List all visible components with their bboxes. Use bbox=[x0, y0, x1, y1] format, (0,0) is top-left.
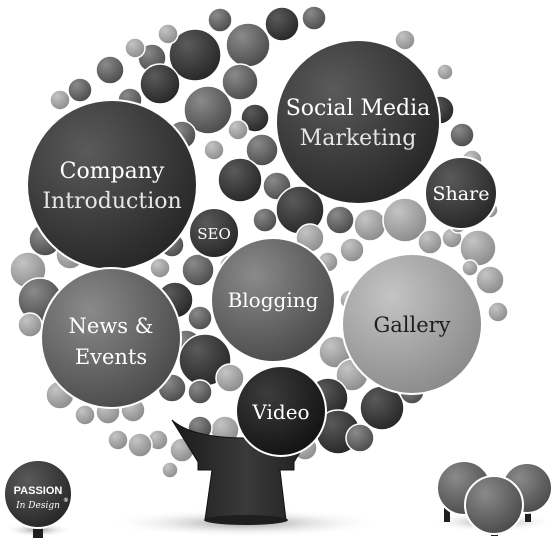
logo-line2: In Design bbox=[15, 501, 60, 511]
filler-bubble bbox=[353, 208, 387, 242]
node-company-introduction[interactable]: Company Introduction bbox=[26, 99, 198, 271]
filler-bubble bbox=[339, 237, 365, 263]
node-news-events[interactable]: News & Events bbox=[40, 267, 182, 409]
filler-bubble bbox=[149, 257, 171, 279]
filler-bubble bbox=[264, 6, 300, 42]
filler-bubble bbox=[475, 265, 505, 295]
filler-bubble bbox=[487, 301, 509, 323]
company-label-line2: Introduction bbox=[42, 189, 181, 214]
share-label: Share bbox=[433, 183, 490, 205]
node-blogging[interactable]: Blogging bbox=[210, 237, 336, 363]
filler-bubble bbox=[187, 379, 213, 405]
social-label-line1: Social Media bbox=[286, 96, 431, 121]
node-gallery[interactable]: Gallery bbox=[341, 253, 483, 395]
social-label-line2: Marketing bbox=[300, 126, 417, 151]
filler-bubble bbox=[107, 429, 129, 451]
filler-bubble bbox=[161, 461, 179, 479]
filler-bubble bbox=[67, 77, 93, 103]
filler-bubble bbox=[203, 139, 225, 161]
filler-bubble bbox=[225, 22, 271, 68]
filler-bubble bbox=[207, 7, 233, 33]
filler-bubble bbox=[183, 85, 233, 135]
logo-line1: PASSION bbox=[14, 485, 63, 497]
filler-bubble bbox=[187, 305, 213, 331]
seo-label: SEO bbox=[197, 225, 231, 243]
news-label-line2: Events bbox=[75, 345, 147, 369]
filler-bubble bbox=[301, 5, 327, 31]
filler-bubble bbox=[181, 253, 215, 287]
logo-registered: ® bbox=[64, 497, 69, 504]
trunk-rim bbox=[204, 515, 288, 525]
filler-bubble bbox=[461, 259, 479, 277]
bush-circle bbox=[464, 475, 524, 535]
filler-bubble bbox=[74, 404, 96, 426]
filler-bubble bbox=[436, 63, 454, 81]
filler-bubble bbox=[124, 37, 146, 59]
node-seo[interactable]: SEO bbox=[188, 207, 240, 259]
filler-bubble bbox=[227, 119, 249, 141]
filler-bubble bbox=[221, 63, 259, 101]
node-share[interactable]: Share bbox=[424, 156, 498, 230]
filler-bubble bbox=[325, 205, 355, 235]
filler-bubble bbox=[240, 103, 270, 133]
filler-bubble bbox=[168, 28, 222, 82]
filler-bubble bbox=[139, 63, 181, 105]
bushes-decoration bbox=[436, 460, 553, 536]
filler-bubble bbox=[382, 197, 428, 243]
filler-bubble bbox=[215, 363, 245, 393]
filler-bubble bbox=[17, 312, 43, 338]
filler-bubble bbox=[127, 432, 153, 458]
blogging-label: Blogging bbox=[228, 288, 319, 312]
filler-bubble bbox=[345, 423, 375, 453]
news-label-line1: News & bbox=[69, 314, 154, 338]
passion-in-design-logo: PASSION In Design ® bbox=[3, 459, 73, 538]
filler-bubble bbox=[95, 55, 125, 85]
video-label: Video bbox=[251, 400, 309, 424]
filler-bubble bbox=[252, 207, 278, 233]
filler-bubble bbox=[217, 157, 263, 203]
node-video[interactable]: Video bbox=[235, 365, 327, 457]
gallery-label: Gallery bbox=[373, 313, 450, 337]
node-social-media-marketing[interactable]: Social Media Marketing bbox=[275, 39, 441, 205]
company-label-line1: Company bbox=[60, 159, 165, 184]
filler-bubble bbox=[417, 229, 443, 255]
filler-bubble bbox=[157, 23, 179, 45]
filler-bubble bbox=[245, 133, 279, 167]
filler-bubble bbox=[49, 89, 71, 111]
filler-bubble bbox=[394, 29, 416, 51]
filler-bubble bbox=[449, 122, 475, 148]
